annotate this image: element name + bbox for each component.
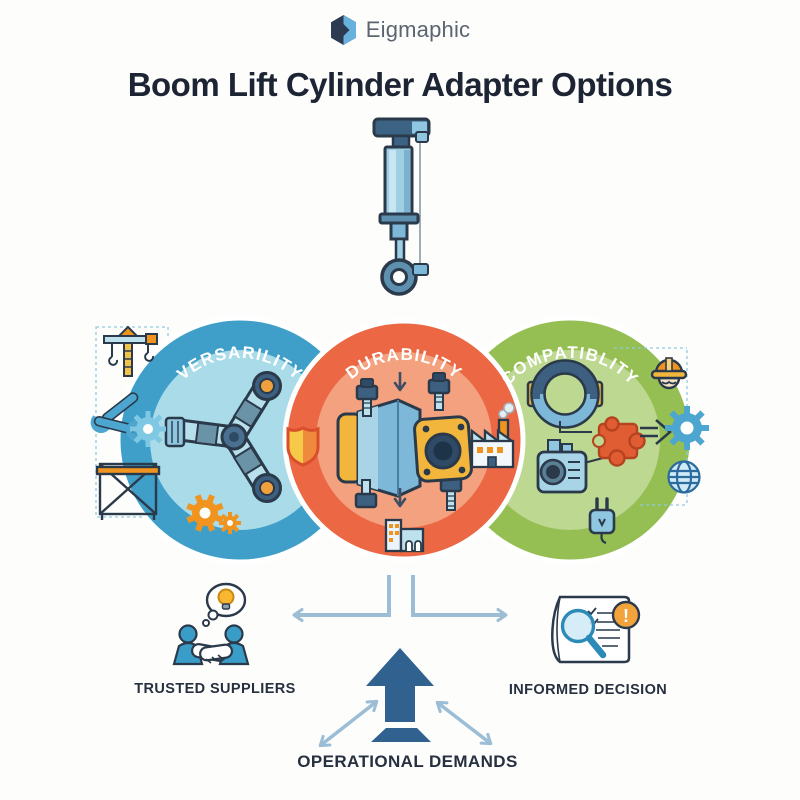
gear-icon <box>186 494 241 534</box>
alert-badge-icon: ! <box>611 600 641 630</box>
hard-hat-icon <box>650 357 688 390</box>
idea-bubble-icon <box>202 582 247 627</box>
globe-icon <box>667 460 701 494</box>
motor-icon <box>536 439 588 494</box>
bolt-adapter-icon <box>336 372 473 511</box>
exchange-arrows <box>318 699 493 748</box>
brand-name: Eigmaphic <box>365 17 471 42</box>
label-trusted-suppliers: TRUSTED SUPPLIERS <box>134 681 296 697</box>
page-title: Boom Lift Cylinder Adapter Options <box>127 66 673 103</box>
branch-connectors <box>292 575 508 622</box>
double-arrow-right <box>640 419 672 445</box>
svg-text:!: ! <box>623 606 629 626</box>
gear-icon <box>665 406 709 450</box>
document-review-icon: ! <box>551 595 641 664</box>
label-operational-demands: OPERATIONAL DEMANDS <box>297 752 518 771</box>
brand-hex-icon <box>330 15 356 45</box>
crane-icon <box>103 325 158 377</box>
factory-icon <box>470 402 515 469</box>
label-informed-decision: INFORMED DECISION <box>508 682 668 698</box>
three-arm-adapter-icon <box>164 371 282 503</box>
gear-icon <box>130 411 166 447</box>
connector-line <box>559 421 592 433</box>
scaffold-icon <box>95 462 161 520</box>
puzzle-icon <box>592 416 646 467</box>
city-buildings-icon <box>384 518 425 553</box>
plug-icon <box>588 497 616 545</box>
shield-icon <box>286 426 320 467</box>
hydraulic-cylinder-icon <box>372 117 431 296</box>
up-arrow-icon <box>366 648 434 742</box>
handshake-icon <box>172 582 250 666</box>
coupling-icon <box>526 359 604 429</box>
brand: Eigmaphic <box>0 14 800 46</box>
hose-connector <box>412 263 429 276</box>
